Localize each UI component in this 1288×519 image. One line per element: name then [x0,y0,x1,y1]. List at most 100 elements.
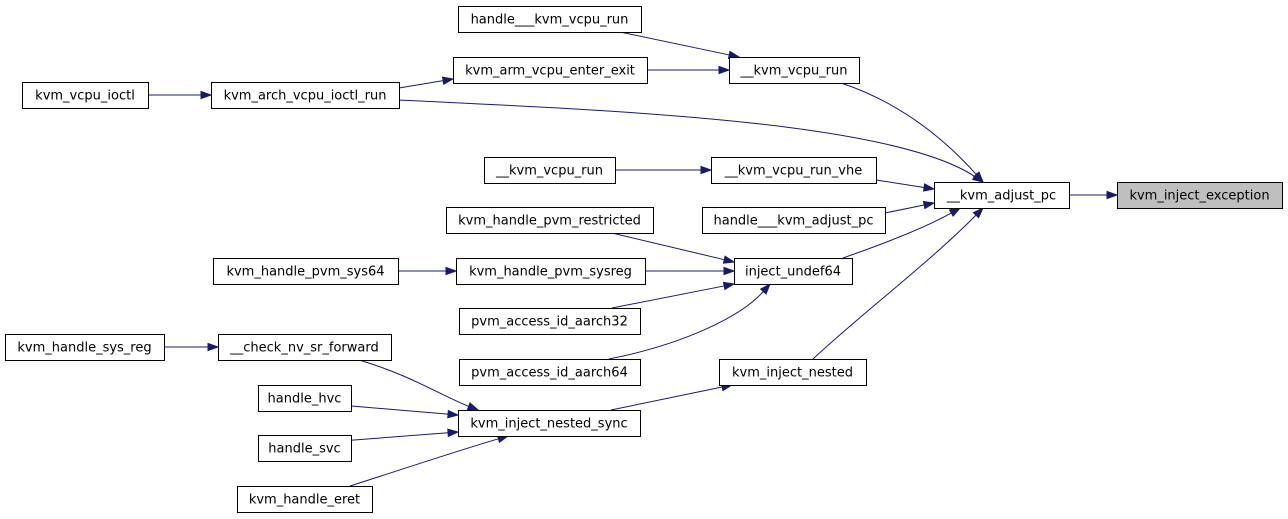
node-inject-undef64[interactable]: inject_undef64 [734,258,853,285]
edge-kvm_vcpu_run_2-to-kvm_vcpu_run_vhe [615,165,713,175]
node-box [458,410,641,437]
edge-kvm_vcpu_run_vhe-to-kvm_adjust_pc [875,179,936,192]
node-label: __kvm_vcpu_run [495,164,603,179]
node-kvm-vcpu-run[interactable]: __kvm_vcpu_run [729,57,860,84]
node-box [459,359,641,386]
edge-line [619,31,730,56]
edge-kvm_handle_pvm_restricted-to-inject_undef64 [611,232,736,264]
edge-kvm_arch_vcpu_ioctl_run-to-kvm_adjust_pc [398,99,985,183]
node-label: kvm_arch_vcpu_ioctl_run [224,89,387,104]
node-box [459,308,641,335]
edge-line [884,204,925,214]
arrowhead-icon [200,90,213,100]
node-handle-svc[interactable]: handle_svc [258,435,352,462]
arrowhead-icon [700,165,713,175]
edge-kvm_handle_sys_reg-to-check_nv_sr_forward [164,342,220,352]
edge-kvm_adjust_pc-to-kvm_inject_exception [1069,190,1119,200]
node-label: kvm_vcpu_ioctl [35,89,135,104]
node-label: kvm_handle_pvm_sysreg [469,265,632,280]
node-handle-kvm-vcpu-run[interactable]: handle___kvm_vcpu_run [458,6,642,33]
node-label: handle___kvm_vcpu_run [471,13,629,28]
node-box [934,182,1070,209]
node-kvm-adjust-pc[interactable]: __kvm_adjust_pc [934,182,1070,209]
arrowhead-icon [447,428,460,438]
node-kvm-handle-eret[interactable]: kvm_handle_eret [237,486,373,513]
arrowhead-icon [722,255,736,264]
node-label: __kvm_adjust_pc [946,189,1056,204]
node-label: kvm_handle_pvm_restricted [458,214,641,229]
node-label: inject_undef64 [745,265,841,280]
node-box [711,157,877,184]
node-label: kvm_handle_sys_reg [17,341,151,356]
node-kvm-vcpu-run-2[interactable]: __kvm_vcpu_run [484,157,616,184]
edge-line [812,214,977,360]
arrowhead-icon [722,281,736,291]
node-box [734,258,853,285]
node-label: kvm_inject_exception [1129,189,1269,204]
node-kvm-arch-vcpu-ioctl-run[interactable]: kvm_arch_vcpu_ioctl_run [211,82,400,109]
arrowhead-icon [723,266,736,276]
node-box [456,258,646,285]
node-box [258,435,352,462]
edge-handle_kvm_vcpu_run-to-kvm_vcpu_run [619,31,741,60]
arrowhead-icon [922,200,936,210]
node-handle-hvc[interactable]: handle_hvc [258,385,352,412]
node-kvm-inject-nested[interactable]: kvm_inject_nested [719,359,867,386]
edge-pvm_access_id_aarch64-to-inject_undef64 [608,282,771,360]
node-pvm-access-id-aarch32[interactable]: pvm_access_id_aarch32 [459,308,641,335]
edge-kvm_inject_nested_sync-to-kvm_inject_nested [610,382,734,411]
arrowhead-icon [445,266,458,276]
edge-line [842,212,952,259]
node-kvm-handle-pvm-sysreg[interactable]: kvm_handle_pvm_sysreg [456,258,646,285]
arrowhead-icon [441,76,455,85]
node-box [218,334,392,361]
node-box [458,6,642,33]
edge-kvm_vcpu_ioctl-to-kvm_arch_vcpu_ioctl_run [148,90,213,100]
node-label: pvm_access_id_aarch32 [471,315,628,330]
arrowhead-icon [718,65,731,75]
arrowhead-icon [971,172,985,183]
node-box [719,359,867,386]
node-kvm-inject-nested-sync[interactable]: kvm_inject_nested_sync [458,410,641,437]
node-handle-kvm-adjust-pc[interactable]: handle___kvm_adjust_pc [702,207,886,234]
node-kvm-inject-exception[interactable]: kvm_inject_exception [1117,182,1283,209]
node-check-nv-sr-forward[interactable]: __check_nv_sr_forward [218,334,392,361]
edge-line [875,179,925,188]
node-box [453,57,648,84]
node-label: __check_nv_sr_forward [229,341,378,356]
edge-line [610,386,723,411]
edge-kvm_inject_nested-to-kvm_adjust_pc [812,206,985,360]
node-label: kvm_inject_nested [732,366,853,381]
node-label: kvm_arm_vcpu_enter_exit [465,64,635,79]
node-label: handle_svc [268,442,340,457]
node-box [22,82,149,109]
node-label: __kvm_vcpu_run_vhe [724,164,862,179]
node-box [484,157,616,184]
edge-check_nv_sr_forward-to-kvm_inject_nested_sync [358,359,480,411]
arrowhead-icon [922,183,936,192]
node-box [237,486,373,513]
arrowhead-icon [759,282,771,295]
edge-line [398,80,444,89]
edge-handle_kvm_adjust_pc-to-kvm_adjust_pc [884,200,936,214]
edge-line [611,232,725,261]
arrowhead-icon [466,402,480,411]
node-kvm-arm-vcpu-enter-exit[interactable]: kvm_arm_vcpu_enter_exit [453,57,648,84]
node-kvm-handle-pvm-sys64[interactable]: kvm_handle_pvm_sys64 [213,258,399,285]
node-label: handle___kvm_adjust_pc [713,214,873,229]
node-kvm-handle-pvm-restricted[interactable]: kvm_handle_pvm_restricted [446,207,654,234]
node-kvm-handle-sys-reg[interactable]: kvm_handle_sys_reg [5,334,165,361]
edge-line [398,99,975,177]
edge-line [608,291,764,360]
arrowhead-icon [207,342,220,352]
edge-kvm_handle_eret-to-kvm_inject_nested_sync [349,434,510,487]
node-box [258,385,352,412]
edge-kvm_arch_vcpu_ioctl_run-to-kvm_arm_vcpu_enter_exit [398,76,455,89]
node-label: handle_hvc [268,392,342,407]
node-label: pvm_access_id_aarch64 [471,366,628,381]
node-kvm-vcpu-ioctl[interactable]: kvm_vcpu_ioctl [22,82,149,109]
node-pvm-access-id-aarch64[interactable]: pvm_access_id_aarch64 [459,359,641,386]
node-kvm-vcpu-run-vhe[interactable]: __kvm_vcpu_run_vhe [711,157,877,184]
edge-kvm_handle_pvm_sysreg-to-inject_undef64 [645,266,736,276]
node-box [446,207,654,234]
